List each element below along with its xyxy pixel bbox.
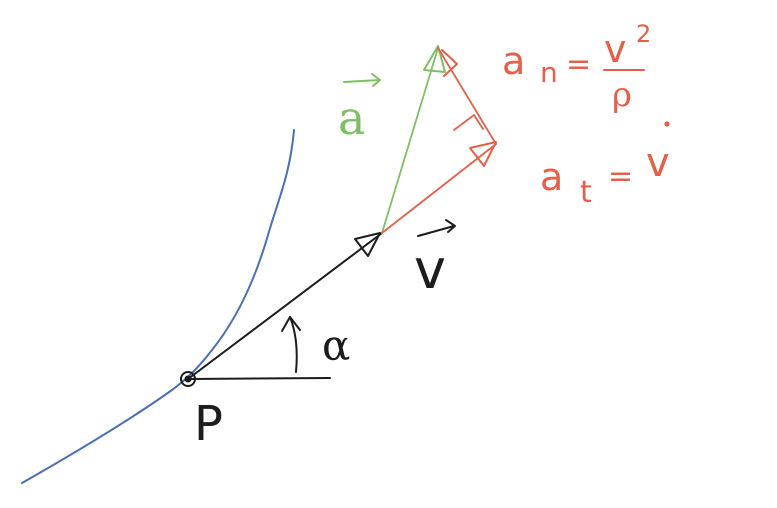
- tangential-formula-lhs: a: [540, 155, 563, 199]
- normal-formula-exp: 2: [636, 20, 651, 48]
- tangential-component-vector: [381, 143, 497, 234]
- reference-line: [187, 377, 331, 380]
- normal-formula-lhs: a: [502, 39, 525, 83]
- normal-formula-sub: n: [540, 56, 558, 89]
- point-label: P: [194, 396, 223, 452]
- normal-component-arrowhead: [441, 49, 458, 77]
- acceleration-arrowhead: [423, 45, 446, 73]
- right-angle-marker: [453, 114, 484, 131]
- angle-label: α: [322, 321, 350, 370]
- derivative-dot: [664, 121, 670, 127]
- normal-formula-num: v: [604, 27, 627, 71]
- acceleration-label: a: [338, 91, 365, 145]
- acceleration-vector: [381, 47, 439, 234]
- trajectory-curve: [21, 129, 295, 484]
- point-p-marker: [180, 371, 196, 387]
- normal-formula-eq: =: [566, 47, 591, 82]
- tangential-component-arrowhead: [469, 141, 497, 167]
- velocity-arrowhead: [354, 232, 381, 257]
- velocity-vector: [187, 232, 383, 380]
- velocity-label: v: [414, 238, 446, 301]
- angle-arc: [289, 316, 298, 373]
- tangential-formula-sub: t: [580, 175, 592, 210]
- velocity-overarrow: [417, 219, 456, 237]
- angle-arrowhead: [281, 316, 301, 332]
- tangential-formula-eq: =: [608, 159, 633, 194]
- normal-formula-den: ρ: [612, 75, 632, 115]
- acceleration-overarrow: [343, 73, 381, 87]
- normal-component-vector: [437, 47, 497, 145]
- tangential-formula-rhs: v: [646, 140, 670, 186]
